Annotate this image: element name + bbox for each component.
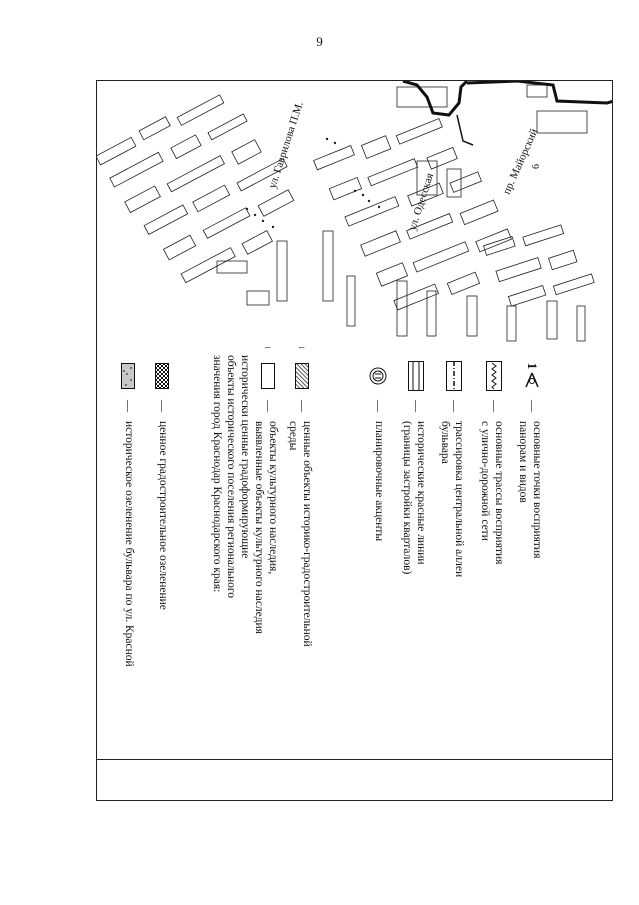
legend-heading-line: значения город Краснодар Краснодарского …: [211, 355, 223, 593]
historic-greening-swatch: [120, 361, 136, 391]
frame-bottom-strip: [97, 759, 612, 800]
legend-label-line: с улично-дорожной сети: [479, 421, 491, 541]
planning-accent-circle: [369, 361, 387, 391]
street-label-odesskaya: ул. Одесская: [406, 172, 436, 232]
legend-label: объекты культурного наследия, выявленные…: [252, 421, 280, 751]
legend-label-line: объекты культурного наследия,: [267, 421, 279, 575]
legend-label-line: бульвара: [439, 421, 451, 464]
legend-dash: —: [262, 400, 276, 412]
page-number: 9: [316, 34, 323, 49]
legend-dash: —: [526, 400, 540, 412]
street-label-mayorsky: пр. Майорский: [501, 127, 541, 196]
legend-label: ценные объекты историко-градостроительно…: [286, 421, 314, 751]
legend-label-line: исторические красные линии: [415, 421, 427, 565]
legend-label: трассировка центральной аллеи бульвара: [438, 421, 466, 751]
valuable-greening-swatch: [154, 361, 170, 391]
legend-dash: —: [296, 400, 310, 412]
legend-label-line: трассировка центральной аллеи: [453, 421, 465, 578]
legend-label: основные точки восприятия панорам и видо…: [516, 421, 544, 751]
legend-label-line: ценные объекты историко-градостроительно…: [301, 421, 313, 647]
legend-label-line: основные трассы восприятия: [493, 421, 505, 565]
legend-label: основные трассы восприятия с улично-доро…: [478, 421, 506, 751]
legend-dash: —: [372, 400, 386, 412]
street-label-gavrilova: ул. Гаврилова П.М.: [266, 100, 305, 190]
legend-dash: —: [448, 400, 462, 412]
legend-sup: 1: [297, 347, 306, 349]
legend-label-line: выявленные объекты культурного наследия: [253, 421, 265, 634]
legend-dash: —: [156, 400, 170, 412]
legend-label-line: основные точки восприятия: [531, 421, 543, 559]
perception-point-number: 1: [525, 362, 540, 370]
legend-label-line: панорам и видов: [517, 421, 529, 503]
legend-label: историческое озеленение бульвара по ул. …: [123, 421, 135, 667]
legend-dash: —: [122, 400, 136, 412]
legend-heading-line: исторически ценные градоформирующие: [239, 355, 251, 559]
legend-heading-line: объекты исторического поселения регионал…: [225, 355, 237, 599]
map-drawing: ул. Гаврилова П.М. ул. Одесская пр. Майо…: [97, 81, 612, 342]
legend-sup: 1: [263, 347, 272, 349]
figure-frame: ул. Гаврилова П.М. ул. Одесская пр. Майо…: [96, 80, 613, 801]
red-lines-rect: [408, 361, 424, 391]
legend-dash: —: [410, 400, 424, 412]
legend-label-line: (границы застройки кварталов): [401, 421, 413, 575]
legend-label: ценное градостроительное озеленение: [157, 421, 169, 610]
legend-heading: исторически ценные градоформирующие объе…: [210, 355, 252, 751]
perception-route-rect: [486, 361, 502, 391]
legend-dash: —: [488, 400, 502, 412]
legend-label: планировочные акценты: [373, 421, 385, 542]
legend: 3 — историческое озеленение бульвара по …: [97, 347, 612, 759]
central-alley-rect: [446, 361, 462, 391]
perception-point-marker: 1: [524, 361, 540, 391]
legend-label: исторические красные линии (границы заст…: [400, 421, 428, 751]
cultural-heritage-rect: [260, 361, 276, 391]
legend-label-line: среды: [287, 421, 299, 451]
valuable-urban-hatched: [294, 361, 310, 391]
legend-panel: 3 — историческое озеленение бульвара по …: [97, 347, 612, 759]
map-fragment: ул. Гаврилова П.М. ул. Одесская пр. Майо…: [97, 81, 612, 347]
block-number: 6: [531, 164, 542, 169]
